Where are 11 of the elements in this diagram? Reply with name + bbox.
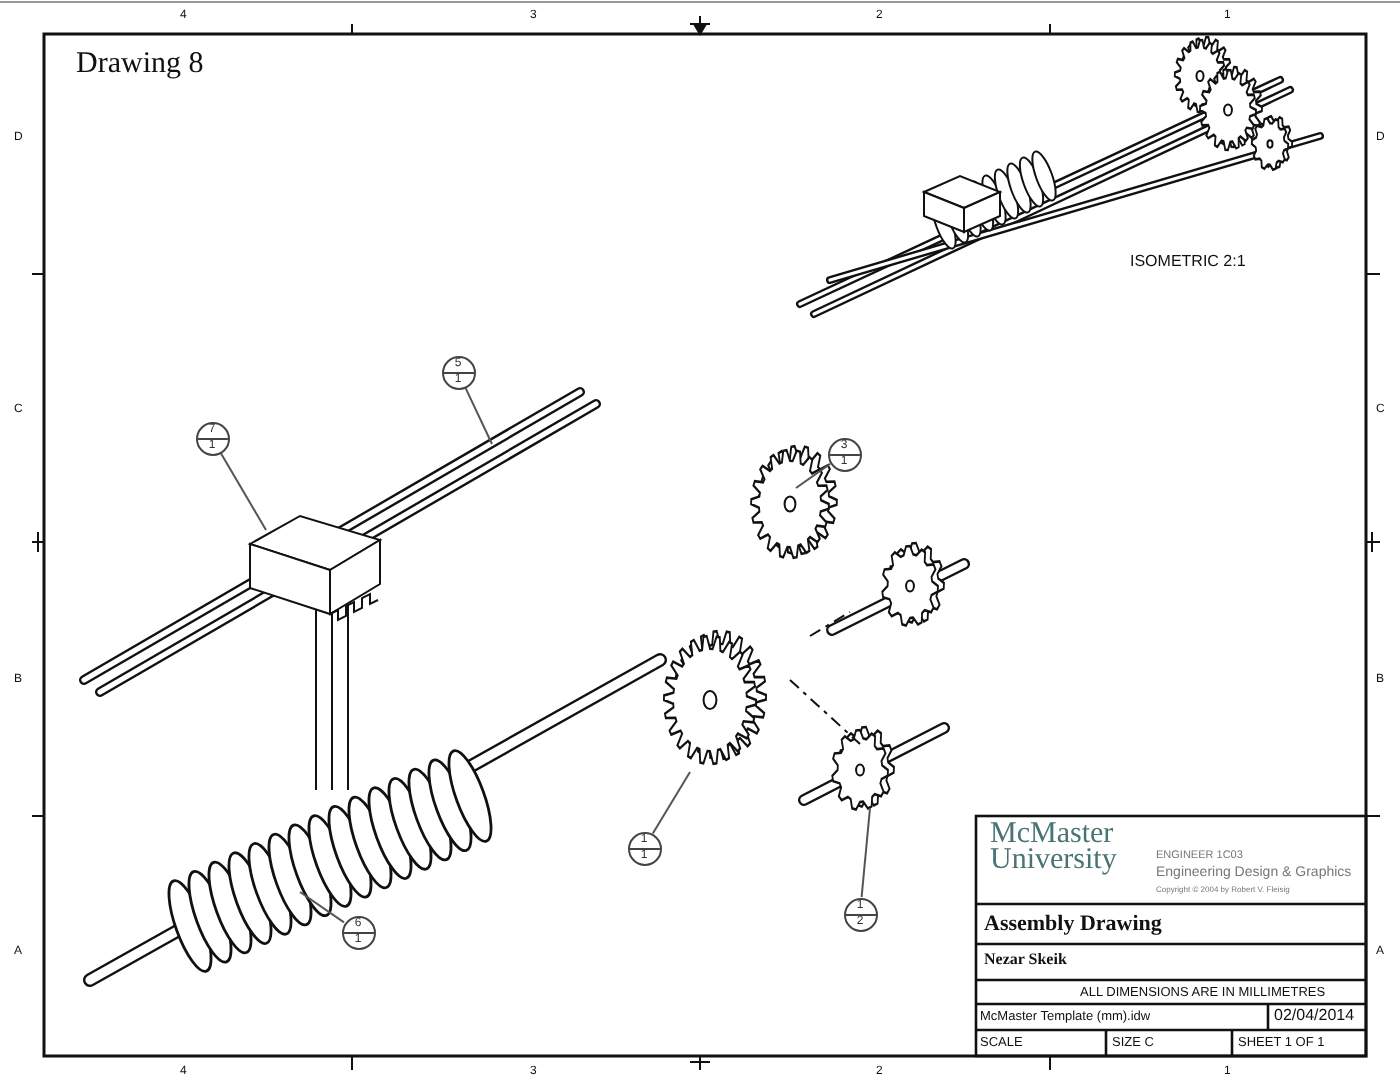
leader-line: [795, 462, 832, 489]
drawing-type: Assembly Drawing: [984, 912, 1162, 937]
university-name: McMaster University: [990, 822, 1119, 873]
leader-line: [651, 771, 691, 835]
leader-line: [464, 386, 493, 445]
drawing-title: Drawing 8: [76, 48, 204, 81]
leader-line: [860, 807, 871, 899]
leader-line: [219, 451, 267, 531]
view-scale-note: ISOMETRIC 2:1: [1130, 254, 1246, 272]
author-name: Nezar Skeik: [984, 952, 1067, 970]
drawing-date: 02/04/2014: [1274, 1008, 1355, 1026]
